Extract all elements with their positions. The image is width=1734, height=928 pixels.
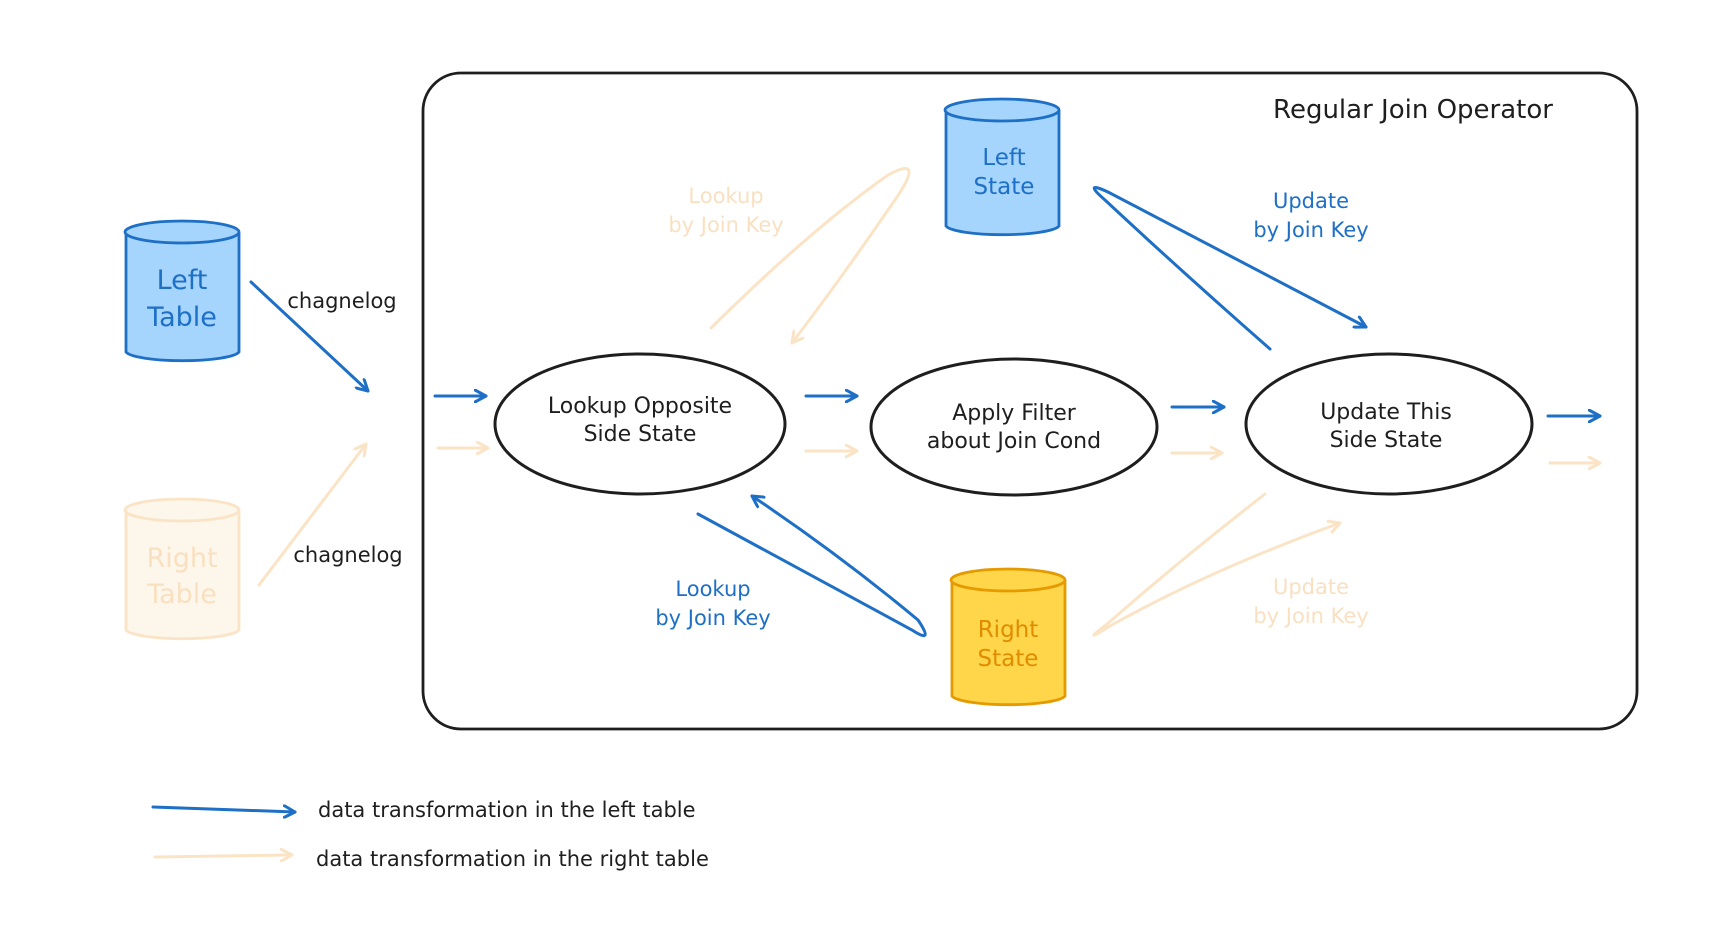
right-table-label-2: Table: [146, 579, 217, 610]
filter-node: Apply Filter about Join Cond: [869, 357, 1159, 497]
right-state-lookup-loop-arrow: [696, 494, 927, 638]
left-state-cylinder: Left State: [943, 97, 1061, 237]
left-table-cylinder: Left Table: [123, 219, 241, 363]
legend-right-arrow: [153, 855, 294, 857]
left-state-update-label-1: Update: [1273, 189, 1349, 213]
legend-right-label: data transformation in the right table: [316, 847, 709, 871]
right-state-cylinder: Right State: [949, 567, 1067, 707]
right-state-lookup-label-1: Lookup: [675, 577, 750, 601]
right-state-lookup-label-2: by Join Key: [655, 606, 770, 630]
left-changelog-label: chagnelog: [287, 289, 396, 313]
right-changelog-label: chagnelog: [293, 543, 402, 567]
right-changelog-arrow: [257, 442, 368, 587]
lookup-node-label-2: Side State: [584, 422, 697, 447]
update-node-label-1: Update This: [1320, 400, 1452, 425]
lookup-node-label-1: Lookup Opposite: [548, 394, 732, 419]
legend: data transformation in the left table da…: [151, 798, 709, 871]
right-table-cylinder: Right Table: [123, 497, 241, 641]
filter-node-label-1: Apply Filter: [952, 401, 1077, 426]
left-state-update-loop-arrow: [1092, 186, 1368, 351]
left-changelog-arrow: [249, 280, 370, 393]
update-node: Update This Side State: [1244, 352, 1534, 496]
left-state-lookup-loop-arrow: [709, 167, 911, 345]
legend-left-arrow: [151, 807, 297, 812]
right-state-label-1: Right: [978, 617, 1039, 643]
left-state-label-1: Left: [982, 145, 1025, 171]
left-state-update-label-2: by Join Key: [1253, 218, 1368, 242]
filter-node-label-2: about Join Cond: [927, 429, 1101, 454]
left-state-label-2: State: [974, 174, 1035, 200]
left-table-label-2: Table: [146, 302, 217, 333]
right-state-update-label-2: by Join Key: [1253, 604, 1368, 628]
update-node-label-2: Side State: [1330, 428, 1443, 453]
right-state-update-label-1: Update: [1273, 575, 1349, 599]
left-table-label-1: Left: [157, 265, 208, 296]
lookup-node: Lookup Opposite Side State: [493, 352, 787, 496]
right-state-label-2: State: [978, 646, 1039, 672]
right-state-update-loop-arrow: [1092, 492, 1342, 637]
left-state-lookup-label-1: Lookup: [688, 184, 763, 208]
left-state-lookup-label-2: by Join Key: [668, 213, 783, 237]
operator-frame: [421, 71, 1639, 731]
operator-title: Regular Join Operator: [1273, 95, 1553, 125]
right-table-label-1: Right: [146, 543, 217, 574]
legend-left-label: data transformation in the left table: [318, 798, 696, 822]
